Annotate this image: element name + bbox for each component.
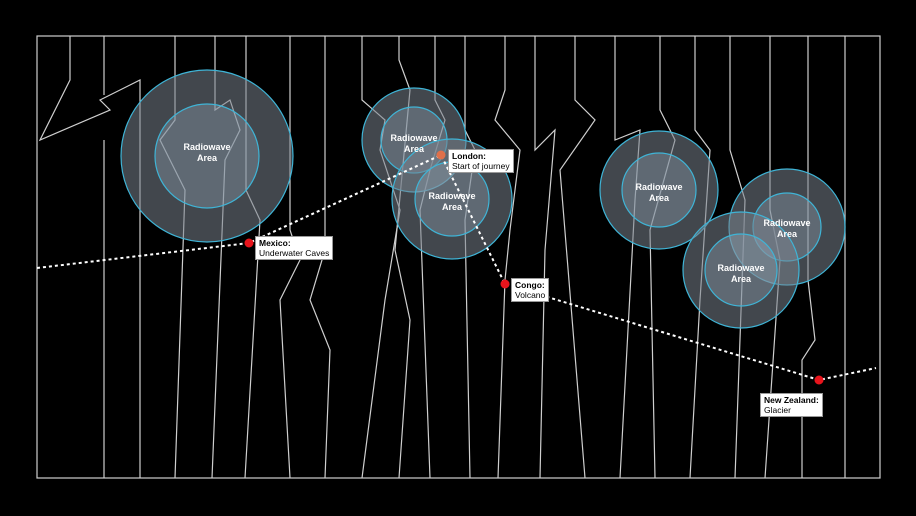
marker-london[interactable] <box>436 150 446 160</box>
svg-text:Radiowave: Radiowave <box>183 142 230 152</box>
svg-text:Radiowave: Radiowave <box>428 191 475 201</box>
marker-congo[interactable] <box>500 279 510 289</box>
marker-new-zealand[interactable] <box>814 375 824 385</box>
svg-text:Area: Area <box>197 153 218 163</box>
radiowave-area-americas <box>120 69 294 243</box>
svg-text:Area: Area <box>649 193 670 203</box>
marker-mexico[interactable] <box>244 238 254 248</box>
svg-text:Radiowave: Radiowave <box>763 218 810 228</box>
journey-route <box>36 153 877 382</box>
svg-text:Area: Area <box>442 202 463 212</box>
label-congo: Congo:Volcano <box>511 278 550 302</box>
map-frame <box>36 35 881 479</box>
map-frame-and-timezones <box>36 35 881 479</box>
svg-text:Radiowave: Radiowave <box>635 182 682 192</box>
label-new-zealand: New Zealand:Glacier <box>760 393 823 417</box>
radiowave-area-southeast-asia <box>682 211 800 329</box>
svg-text:Radiowave: Radiowave <box>390 133 437 143</box>
svg-text:Radiowave: Radiowave <box>717 263 764 273</box>
radiowave-areas <box>120 69 846 329</box>
svg-text:Area: Area <box>777 229 798 239</box>
label-london: London:Start of journey <box>448 149 514 173</box>
svg-text:Area: Area <box>404 144 425 154</box>
svg-text:Area: Area <box>731 274 752 284</box>
label-mexico: Mexico:Underwater Caves <box>255 236 334 260</box>
radiowave-area-asia <box>599 130 719 250</box>
